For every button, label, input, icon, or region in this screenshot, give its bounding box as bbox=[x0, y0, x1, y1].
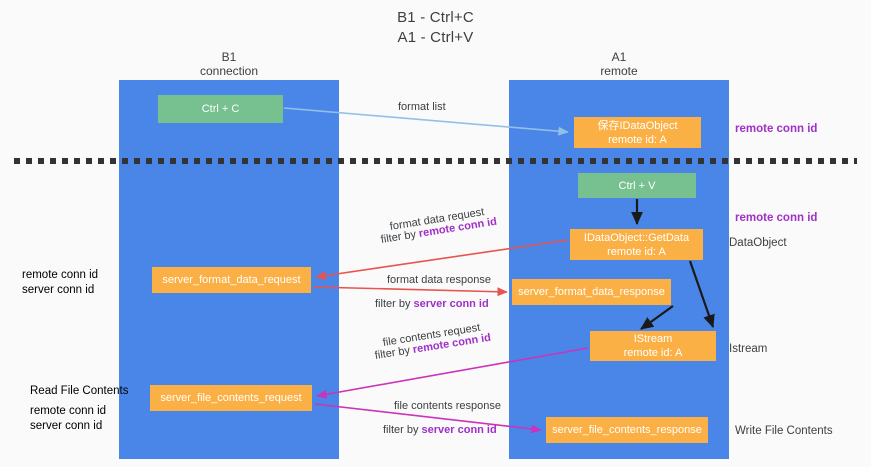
node-ctrl-c-label: Ctrl + C bbox=[201, 103, 240, 115]
annotation-right-remote-conn-id-mid: remote conn id bbox=[735, 212, 818, 224]
node-server-format-data-request-label: server_format_data_request bbox=[162, 274, 301, 286]
node-ctrl-c[interactable]: Ctrl + C bbox=[158, 95, 283, 123]
annotation-right-remote-conn-id-top: remote conn id bbox=[735, 123, 818, 135]
node-idataobject-getdata[interactable]: IDataObject::GetData remote id: A bbox=[570, 229, 703, 260]
node-save-idataobject[interactable]: 保存IDataObject remote id: A bbox=[574, 117, 701, 148]
filter-by-prefix: filter by bbox=[375, 298, 414, 310]
node-idataobject-getdata-subtitle: remote id: A bbox=[607, 245, 666, 258]
node-server-format-data-request[interactable]: server_format_data_request bbox=[152, 267, 311, 293]
node-server-file-contents-response-label: server_file_contents_response bbox=[552, 424, 702, 436]
lane-header-a1-role: remote bbox=[600, 64, 638, 78]
phase-divider bbox=[14, 158, 857, 164]
node-server-file-contents-request[interactable]: server_file_contents_request bbox=[150, 385, 312, 411]
lane-header-a1: A1 remote bbox=[529, 50, 709, 78]
lane-header-a1-name: A1 bbox=[611, 50, 627, 64]
page-title-line-2: A1 - Ctrl+V bbox=[397, 29, 474, 46]
node-istream[interactable]: IStream remote id: A bbox=[590, 331, 716, 361]
node-save-idataobject-subtitle: remote id: A bbox=[608, 133, 667, 146]
node-istream-title: IStream bbox=[633, 333, 673, 345]
lane-header-b1-name: B1 bbox=[221, 50, 237, 64]
annotation-right-dataobject: DataObject bbox=[729, 237, 787, 249]
edge-label-file-contents-response-line1: file contents response bbox=[394, 400, 502, 412]
page-title-line-1: B1 - Ctrl+C bbox=[397, 9, 474, 26]
page-title: B1 - Ctrl+C A1 - Ctrl+V bbox=[0, 8, 871, 48]
edge-label-format-data-response-line2: filter by server conn id bbox=[375, 297, 489, 312]
annotation-left-bottom-server-conn-id: server conn id bbox=[30, 420, 103, 432]
lane-header-b1-role: connection bbox=[199, 64, 259, 78]
node-server-format-data-response-label: server_format_data_response bbox=[518, 286, 665, 298]
annotation-left-bottom-remote-conn-id: remote conn id bbox=[30, 405, 107, 417]
node-server-file-contents-request-label: server_file_contents_request bbox=[160, 392, 302, 404]
annotation-left-remote-conn-id: remote conn id bbox=[22, 269, 99, 281]
annotation-left-read-file-contents-group: Read File Contents remote conn id server… bbox=[30, 384, 128, 434]
annotation-right-istream: Istream bbox=[729, 343, 768, 355]
filter-by-prefix: filter by bbox=[379, 228, 420, 246]
edge-label-file-contents-response-line2: filter by server conn id bbox=[383, 423, 497, 438]
node-istream-subtitle: remote id: A bbox=[623, 347, 683, 359]
annotation-left-read-file-contents: Read File Contents bbox=[30, 385, 129, 397]
annotation-right-write-file-contents: Write File Contents bbox=[735, 425, 833, 437]
annotation-left-conn-ids: remote conn id server conn id bbox=[22, 268, 98, 298]
edge-label-format-list: format list bbox=[398, 101, 446, 113]
edge-label-format-data-response-line1: format data response bbox=[387, 274, 491, 286]
node-ctrl-v-label: Ctrl + V bbox=[618, 179, 656, 192]
node-save-idataobject-title: 保存IDataObject bbox=[597, 119, 678, 132]
server-conn-id-key: server conn id bbox=[413, 298, 489, 310]
node-server-format-data-response[interactable]: server_format_data_response bbox=[512, 279, 671, 305]
annotation-left-server-conn-id: server conn id bbox=[22, 284, 95, 296]
node-server-file-contents-response[interactable]: server_file_contents_response bbox=[546, 417, 708, 443]
server-conn-id-key: server conn id bbox=[421, 424, 497, 436]
node-idataobject-getdata-title: IDataObject::GetData bbox=[583, 231, 690, 244]
filter-by-prefix: filter by bbox=[383, 424, 422, 436]
lane-header-b1: B1 connection bbox=[139, 50, 319, 78]
node-ctrl-v[interactable]: Ctrl + V bbox=[578, 173, 696, 198]
filter-by-prefix: filter by bbox=[373, 344, 414, 362]
